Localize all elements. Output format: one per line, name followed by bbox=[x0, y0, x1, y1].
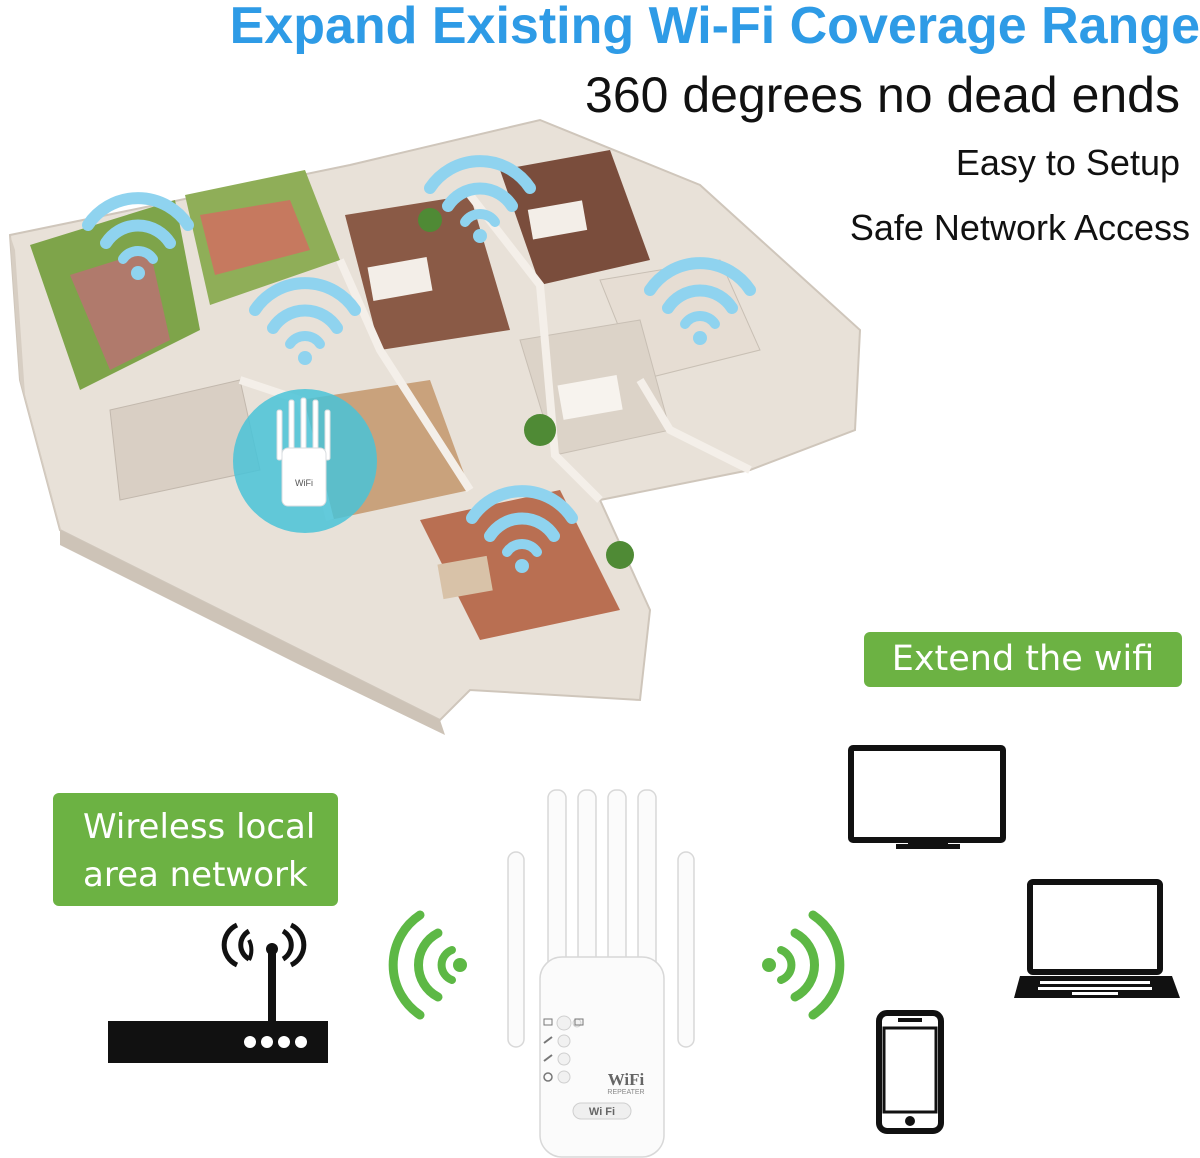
feature-safe-access: Safe Network Access bbox=[849, 207, 1190, 248]
feature-easy-setup: Easy to Setup bbox=[955, 142, 1180, 183]
wifi-signal-icon bbox=[644, 257, 756, 345]
wifi-signal-icon bbox=[82, 192, 194, 280]
wlan-label: Wireless local area network bbox=[53, 793, 338, 906]
smartphone-icon bbox=[876, 1010, 944, 1134]
wifi-signal-icon bbox=[424, 155, 536, 243]
device-badge-text: Wi Fi bbox=[589, 1106, 615, 1118]
headline: Expand Existing Wi-Fi Coverage Range bbox=[229, 0, 1200, 55]
device-brand-text: WiFi bbox=[608, 1070, 645, 1089]
mini-wifi-label: WiFi bbox=[295, 478, 313, 488]
repeater-device: WiFi REPEATER Wi Fi bbox=[507, 789, 695, 1158]
device-model-text: REPEATER bbox=[607, 1089, 644, 1096]
wifi-signal-icon bbox=[388, 910, 467, 1020]
wifi-signal-icon bbox=[762, 910, 845, 1020]
extend-label: Extend the wifi bbox=[864, 632, 1182, 687]
monitor-icon bbox=[848, 745, 1006, 849]
wifi-signal-icon bbox=[466, 485, 578, 573]
subheadline: 360 degrees no dead ends bbox=[585, 67, 1180, 123]
repeater-highlight: WiFi bbox=[233, 389, 377, 533]
laptop-icon bbox=[1014, 879, 1180, 998]
wlan-label-line2: area network bbox=[83, 855, 308, 895]
wifi-signal-icon bbox=[249, 277, 361, 365]
wlan-label-line1: Wireless local bbox=[83, 807, 316, 847]
router-icon bbox=[108, 922, 328, 1063]
